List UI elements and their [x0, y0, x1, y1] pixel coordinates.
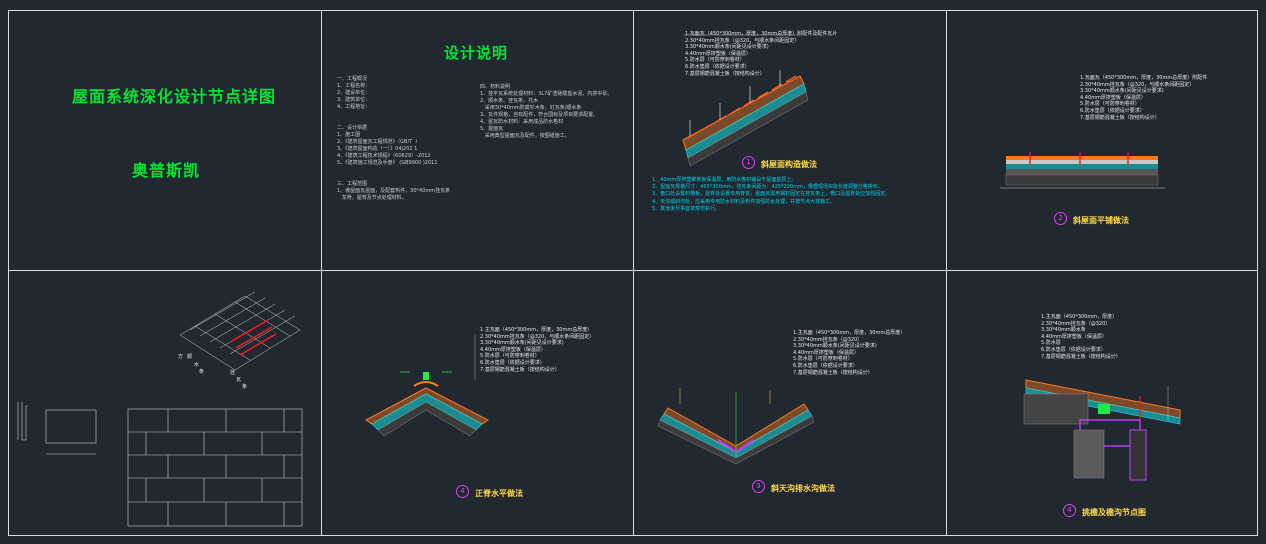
p6-caption-text: 正脊水平做法 — [475, 489, 523, 498]
p3-roof-section — [682, 34, 809, 167]
p3-layer-labels: 1.瓦面瓦（450*300mm，厚度，30mm总厚度）附配件及配件瓦片 2.30… — [685, 31, 838, 77]
p3-caption-text: 斜屋面构造做法 — [761, 160, 817, 169]
p7-valley-section — [657, 388, 815, 465]
p6-layer-labels: 1.主瓦面（450*300mm，厚度，30mm总厚度） 2.30*40mm挂瓦条… — [480, 327, 595, 373]
p4-caption-number: 2 — [1054, 212, 1067, 225]
p5-tile-elevation — [127, 408, 303, 527]
p4-layer-labels: 1.瓦面瓦（450*300mm，厚度，30mm总厚度）附配件 2.30*40mm… — [1080, 75, 1208, 121]
p8-caption: 4 挑檐及檐沟节点图 — [1063, 500, 1146, 519]
p5-label-fang: 方 — [178, 354, 184, 360]
p5-label-gua: 挂 — [230, 370, 236, 376]
p4-flat-section — [1000, 152, 1165, 189]
panel-frame-8 — [946, 270, 1258, 536]
p6-caption-number: 4 — [456, 485, 469, 498]
p5-label-wa: 瓦 — [236, 377, 242, 383]
design-notes-left: 一、工程概况 1、工程名称： 2、建设单位： 3、建筑单位： 4、工程地址： 二… — [337, 76, 451, 201]
design-notes-right: 四、材料说明 1、挂平瓦系统处理材料：3L7矿渣硅酸盐水泥，内掺中砂。 2、顺水… — [480, 84, 613, 139]
p5-label-shui: 水 — [194, 362, 200, 368]
p7-layer-labels: 1.主瓦面（450*300mm，厚度，30mm总厚度） 2.30*40mm挂瓦条… — [793, 330, 906, 376]
p8-layer-labels: 1.主瓦面（450*300mm，厚度） 2.30*40mm挂瓦条（@320） 3… — [1041, 314, 1121, 360]
p7-caption-number: 3 — [752, 480, 765, 493]
p6-ridge-section — [365, 335, 489, 437]
company-name: 奥普斯凯 — [132, 161, 201, 180]
p8-caption-number: 4 — [1063, 504, 1076, 517]
p3-caption: 1 斜屋面构造做法 — [742, 152, 817, 171]
sheet-title: 屋面系统深化设计节点详图 — [72, 87, 277, 106]
p5-label-tiao2: 条 — [242, 384, 248, 390]
p5-label-tiao1: 条 — [199, 369, 205, 375]
p7-caption-text: 斜天沟排水沟做法 — [771, 484, 835, 493]
p5-label-shun: 顺 — [187, 354, 193, 360]
p5-isometric-view — [179, 291, 301, 371]
p3-caption-number: 1 — [742, 156, 755, 169]
p3-notes: 1、40mm厚挤塑聚苯板保温层，用防水卷材铺设于屋面基层上。 2、屋面瓦规格尺寸… — [652, 177, 891, 212]
design-notes-title: 设计说明 — [444, 44, 509, 62]
p4-caption: 2 斜屋面平铺做法 — [1054, 208, 1129, 227]
p7-caption: 3 斜天沟排水沟做法 — [752, 476, 835, 495]
p8-eave-section — [1023, 379, 1181, 481]
p5-tile-profile — [17, 402, 97, 455]
p4-caption-text: 斜屋面平铺做法 — [1073, 216, 1129, 225]
p6-caption: 4 正脊水平做法 — [456, 481, 523, 500]
p8-caption-text: 挑檐及檐沟节点图 — [1082, 508, 1146, 517]
